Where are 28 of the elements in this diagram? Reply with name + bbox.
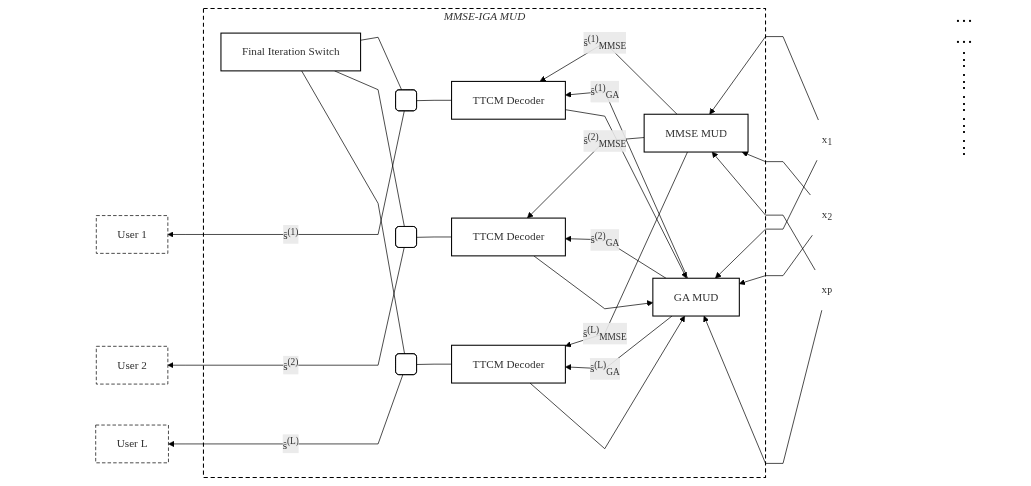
connector <box>416 236 452 238</box>
ellipsis-mark: ⋮ <box>955 70 974 92</box>
ellipsis-mark: ⋮ <box>955 136 974 158</box>
edge-label: ŝ$^{(2)}$ <box>283 357 299 372</box>
ellipsis-mark: ⋮ <box>955 48 974 70</box>
node-text: x$_{1}$ <box>821 132 833 148</box>
connector <box>301 70 405 355</box>
connector <box>416 363 452 365</box>
node-box: GA MUD <box>652 277 740 317</box>
ellipsis-mark: … <box>955 27 974 48</box>
connector <box>360 36 403 91</box>
node-box: User 2 <box>95 345 169 385</box>
edge-label: ŝ$^{(L)}$ <box>282 435 299 451</box>
node-box: User 1 <box>95 215 169 254</box>
node-box: TTCM Decoder <box>451 344 566 384</box>
ellipsis-mark: … <box>955 6 974 27</box>
node-box: User L <box>95 424 169 464</box>
connector <box>334 70 405 228</box>
node-text: x$_{P}$ <box>821 282 833 298</box>
ellipsis-mark: ⋮ <box>955 114 974 136</box>
connector <box>416 99 452 101</box>
edge-label: ŝ$^{(1)}$ <box>283 226 299 242</box>
node-box: MMSE MUD <box>643 113 749 153</box>
node-box: Final Iteration Switch <box>220 32 362 72</box>
node-text: x$_{2}$ <box>821 207 833 223</box>
node-box: TTCM Decoder <box>451 217 566 257</box>
node-box: TTCM Decoder <box>451 80 566 120</box>
ellipsis-mark: ⋮ <box>955 92 974 114</box>
